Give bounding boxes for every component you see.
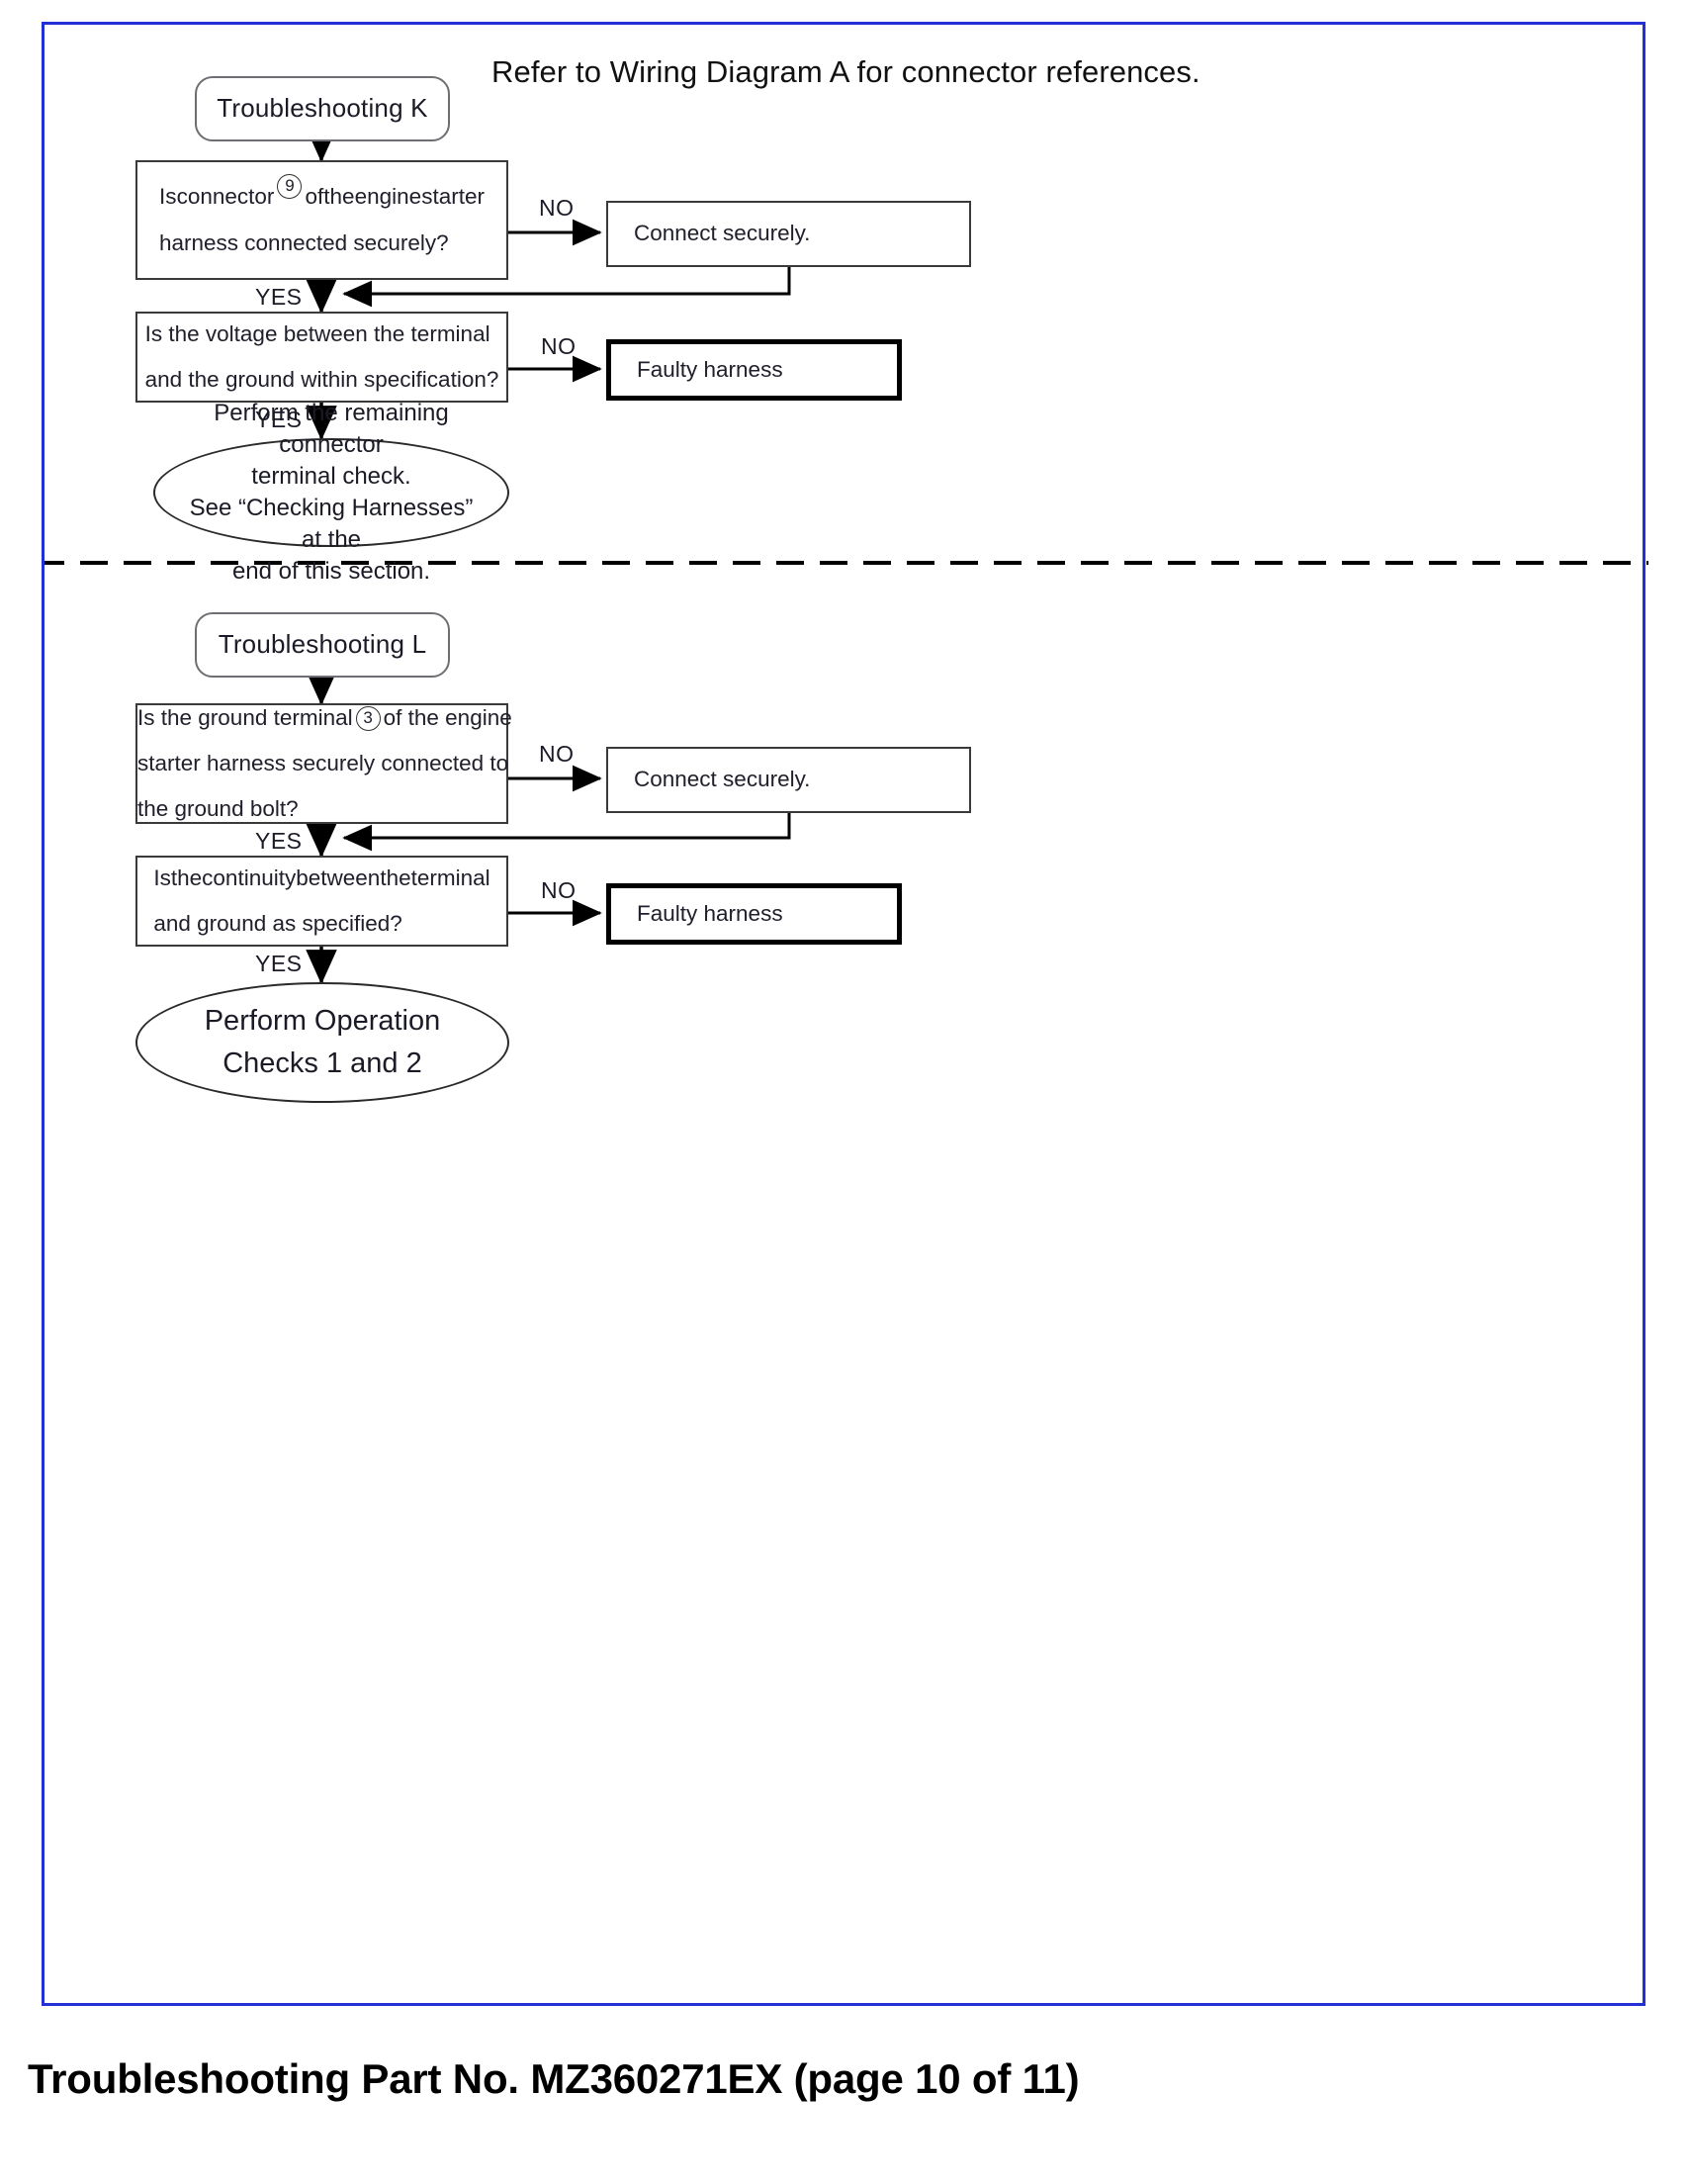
decision-k2-line2: and the ground within specification? <box>144 367 499 392</box>
end-k-line1: Perform the remaining connector <box>214 399 449 458</box>
end-k-line2: terminal check. <box>251 462 411 490</box>
end-l-line2: Checks 1 and 2 <box>222 1047 422 1079</box>
k1-w3: of <box>305 184 324 210</box>
k1-w1: Is <box>159 184 177 210</box>
decision-l-continuity: Is the continuity between the terminal a… <box>135 856 508 947</box>
decision-k2-text: Is the voltage between the terminal and … <box>124 312 521 403</box>
decision-k2-line1: Is the voltage between the terminal <box>144 320 490 346</box>
end-node-k-remaining-check: Perform the remaining connector terminal… <box>153 400 509 585</box>
terminator-l-label: Faulty harness <box>637 900 783 926</box>
edge-label-l1-yes: YES <box>255 828 303 854</box>
decision-l1-line2: starter harness securely connected to <box>137 750 509 775</box>
edge-label-l2-no: NO <box>541 877 577 903</box>
l2-w1: Is <box>153 864 171 890</box>
terminator-l-faulty-harness: Faulty harness <box>606 883 902 945</box>
document-frame: Refer to Wiring Diagram A for connector … <box>42 22 1648 2006</box>
terminator-k-faulty-harness: Faulty harness <box>606 339 902 401</box>
action-l-label: Connect securely. <box>634 767 811 792</box>
edge-label-l1-no: NO <box>539 741 575 767</box>
decision-k-voltage-spec: Is the voltage between the terminal and … <box>135 312 508 403</box>
decision-l1-line3: the ground bolt? <box>137 796 299 822</box>
action-l-connect-securely: Connect securely. <box>606 747 971 813</box>
start-node-troubleshooting-k: Troubleshooting K <box>195 76 450 141</box>
connector-ref-circle-9: 9 <box>277 174 303 200</box>
decision-l2-text: Is the continuity between the terminal a… <box>132 856 511 947</box>
l2-w5: the <box>380 864 411 890</box>
page-footer: Troubleshooting Part No. MZ360271EX (pag… <box>28 2055 1080 2102</box>
start-node-troubleshooting-l: Troubleshooting L <box>195 612 450 678</box>
decision-k1-text: Is connector 9 of the engine starter har… <box>137 174 506 265</box>
k1-w2: connector <box>176 184 275 210</box>
k1-w5: engine <box>354 184 422 210</box>
end-l-text: Perform Operation Checks 1 and 2 <box>137 1000 507 1086</box>
edge-label-k2-no: NO <box>541 333 577 359</box>
edge-label-k2-yes: YES <box>255 407 303 432</box>
end-k-line4: end of this section. <box>231 558 431 586</box>
k1-w4: the <box>323 184 355 210</box>
l2-w4: between <box>296 864 381 890</box>
end-node-l-operation-checks: Perform Operation Checks 1 and 2 <box>135 982 509 1103</box>
terminator-k-label: Faulty harness <box>637 356 783 382</box>
start-label-k: Troubleshooting K <box>217 93 428 124</box>
end-l-line1: Perform Operation <box>204 1004 441 1037</box>
action-k-label: Connect securely. <box>634 221 811 246</box>
action-k-connect-securely: Connect securely. <box>606 201 971 267</box>
decision-l2-line2: and ground as specified? <box>153 911 402 936</box>
l1-part-b: of the engine <box>383 704 512 730</box>
edge-label-l2-yes: YES <box>255 951 303 976</box>
decision-l2-line1: Is the continuity between the terminal <box>153 856 489 901</box>
edge-label-k1-no: NO <box>539 195 575 221</box>
wiring-diagram-note: Refer to Wiring Diagram A for connector … <box>491 54 1200 89</box>
decision-k1-line1: Is connector 9 of the engine starter <box>159 174 485 220</box>
decision-k1-line2: harness connected securely? <box>159 229 449 255</box>
ground-terminal-circle-3: 3 <box>355 706 381 732</box>
k1-w6: starter <box>421 184 485 210</box>
l2-w6: terminal <box>410 864 490 890</box>
l1-part-a: Is the ground terminal <box>137 704 353 730</box>
l2-w2: the <box>170 864 203 890</box>
end-k-text: Perform the remaining connector terminal… <box>155 398 507 589</box>
decision-k-connector-secure: Is connector 9 of the engine starter har… <box>135 160 508 280</box>
start-label-l: Troubleshooting L <box>218 629 427 660</box>
edge-label-k1-yes: YES <box>255 284 303 310</box>
l2-w3: continuity <box>202 864 297 890</box>
end-k-line3: See “Checking Harnesses” at the <box>189 495 474 554</box>
